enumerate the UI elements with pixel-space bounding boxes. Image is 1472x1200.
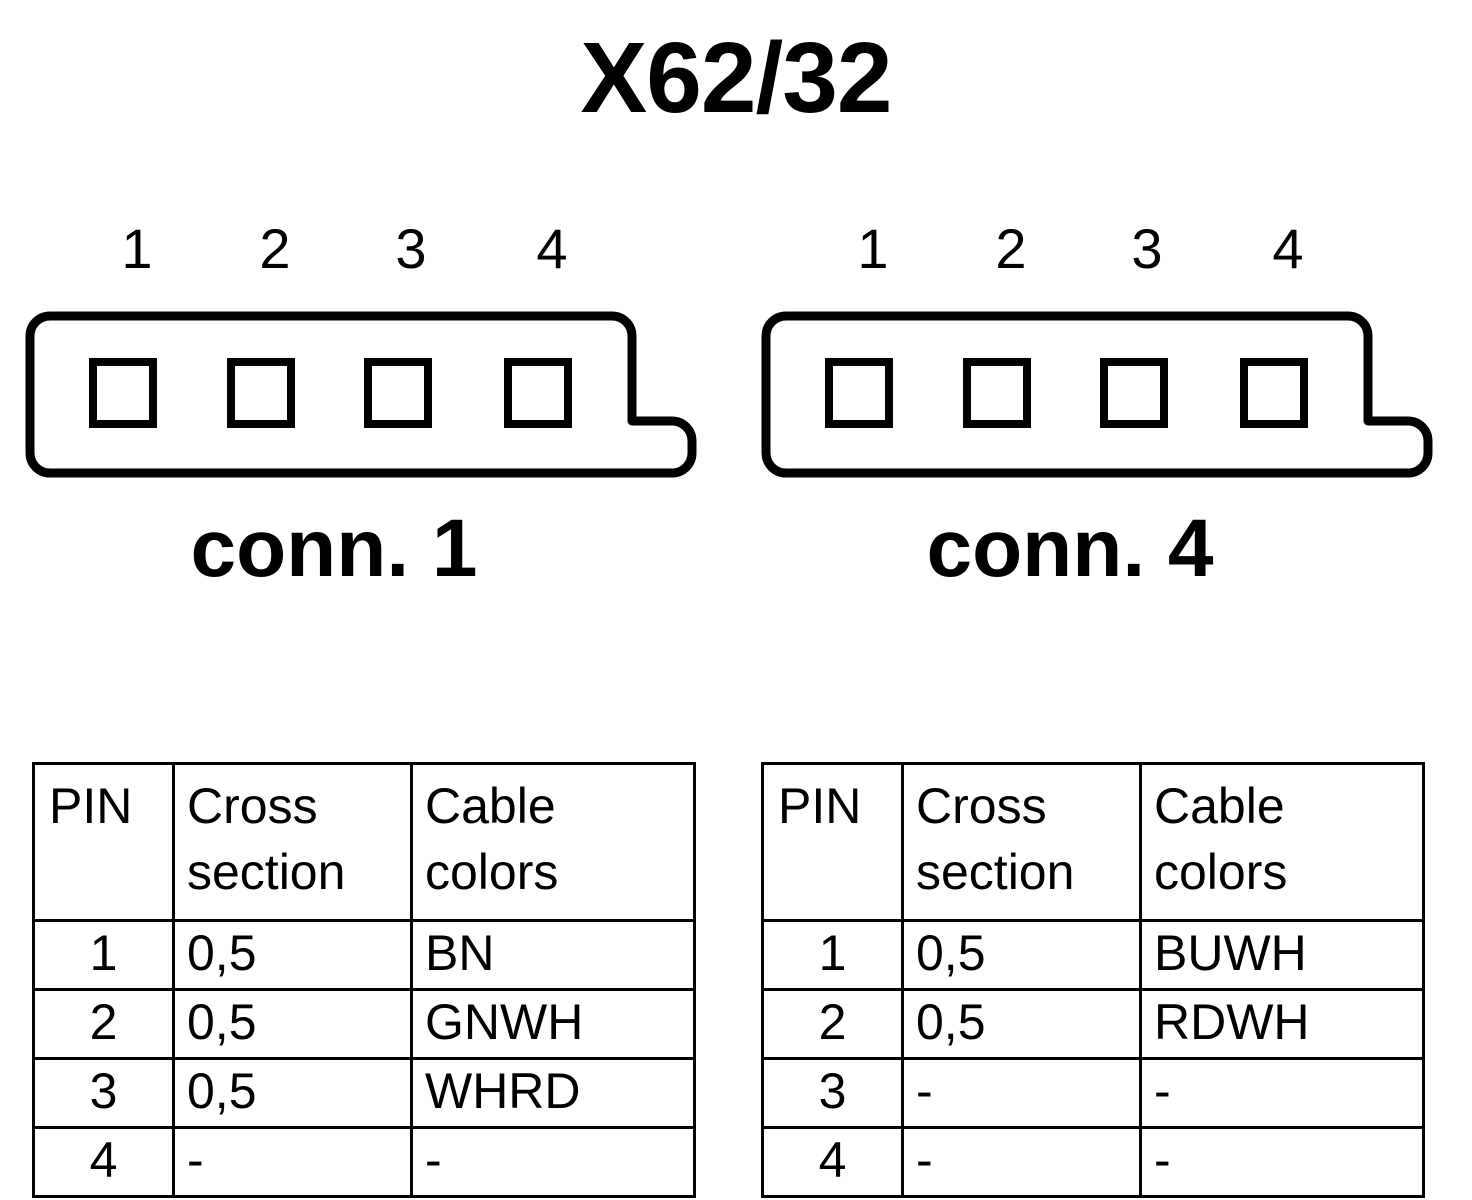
column-header-cable-colors: Cable colors (1139, 762, 1425, 922)
table-row: 4 - - (32, 1126, 696, 1198)
pinout-table-conn4: PIN Cross section Cable colors 1 0,5 BUW… (761, 762, 1425, 1198)
cell-cross-section: 0,5 (901, 988, 1142, 1060)
cell-pin: 3 (32, 1057, 175, 1129)
cell-cross-section: 0,5 (172, 988, 413, 1060)
table-row: 3 0,5 WHRD (32, 1057, 696, 1129)
connector-4pin-keyed-icon (25, 311, 697, 478)
pin-number-label: 4 (536, 217, 568, 280)
pin-number-label: 2 (995, 217, 1027, 280)
cell-cross-section: 0,5 (901, 919, 1142, 991)
cell-pin: 2 (32, 988, 175, 1060)
pin-number-row-conn4: 1 2 3 4 (750, 220, 1450, 280)
table-row: 1 0,5 BUWH (761, 919, 1425, 991)
column-header-cross-section-line1: Cross (916, 778, 1047, 834)
connector-diagram-conn1: 1 2 3 4 conn. 1 (14, 220, 714, 620)
column-header-pin: PIN (32, 762, 175, 922)
cell-cross-section: 0,5 (172, 1057, 413, 1129)
cell-cable-colors: GNWH (410, 988, 696, 1060)
cell-pin: 4 (32, 1126, 175, 1198)
connector-label-conn4: conn. 4 (926, 503, 1214, 594)
table-header-row: PIN Cross section Cable colors (32, 762, 696, 922)
page-title: X62/32 (580, 22, 893, 134)
column-header-cross-section: Cross section (901, 762, 1142, 922)
column-header-cross-section-line2: section (916, 844, 1075, 900)
pin-number-label: 3 (1131, 217, 1163, 280)
cell-cross-section: 0,5 (172, 919, 413, 991)
cell-cable-colors: BN (410, 919, 696, 991)
cell-cross-section: - (901, 1126, 1142, 1198)
cell-pin: 3 (761, 1057, 904, 1129)
connector-label-conn1: conn. 1 (190, 503, 478, 594)
pin-number-label: 3 (395, 217, 427, 280)
cell-cable-colors: - (1139, 1057, 1425, 1129)
column-header-cross-section: Cross section (172, 762, 413, 922)
column-header-cable-colors-line2: colors (1154, 844, 1288, 900)
pin-number-row-conn1: 1 2 3 4 (14, 220, 714, 280)
cell-cable-colors: BUWH (1139, 919, 1425, 991)
column-header-cross-section-line2: section (187, 844, 346, 900)
table-row: 1 0,5 BN (32, 919, 696, 991)
table-header-row: PIN Cross section Cable colors (761, 762, 1425, 922)
cell-cross-section: - (172, 1126, 413, 1198)
column-header-cable-colors-line1: Cable (1154, 778, 1285, 834)
pin-number-label: 2 (259, 217, 291, 280)
cell-pin: 4 (761, 1126, 904, 1198)
cell-cable-colors: - (1139, 1126, 1425, 1198)
table-row: 2 0,5 GNWH (32, 988, 696, 1060)
cell-cable-colors: WHRD (410, 1057, 696, 1129)
column-header-cable-colors-line1: Cable (425, 778, 556, 834)
cell-pin: 1 (761, 919, 904, 991)
column-header-cross-section-line1: Cross (187, 778, 318, 834)
table-row: 3 - - (761, 1057, 1425, 1129)
column-header-cable-colors-line2: colors (425, 844, 559, 900)
cell-cable-colors: RDWH (1139, 988, 1425, 1060)
cell-cross-section: - (901, 1057, 1142, 1129)
column-header-cable-colors: Cable colors (410, 762, 696, 922)
pinout-table-conn1: PIN Cross section Cable colors 1 0,5 BN … (32, 762, 696, 1198)
column-header-pin: PIN (761, 762, 904, 922)
connector-4pin-keyed-icon (761, 311, 1433, 478)
cell-cable-colors: - (410, 1126, 696, 1198)
connector-diagram-conn4: 1 2 3 4 conn. 4 (750, 220, 1450, 620)
table-row: 4 - - (761, 1126, 1425, 1198)
pin-number-label: 1 (121, 217, 153, 280)
pin-number-label: 1 (857, 217, 889, 280)
cell-pin: 2 (761, 988, 904, 1060)
pin-number-label: 4 (1272, 217, 1304, 280)
table-row: 2 0,5 RDWH (761, 988, 1425, 1060)
cell-pin: 1 (32, 919, 175, 991)
